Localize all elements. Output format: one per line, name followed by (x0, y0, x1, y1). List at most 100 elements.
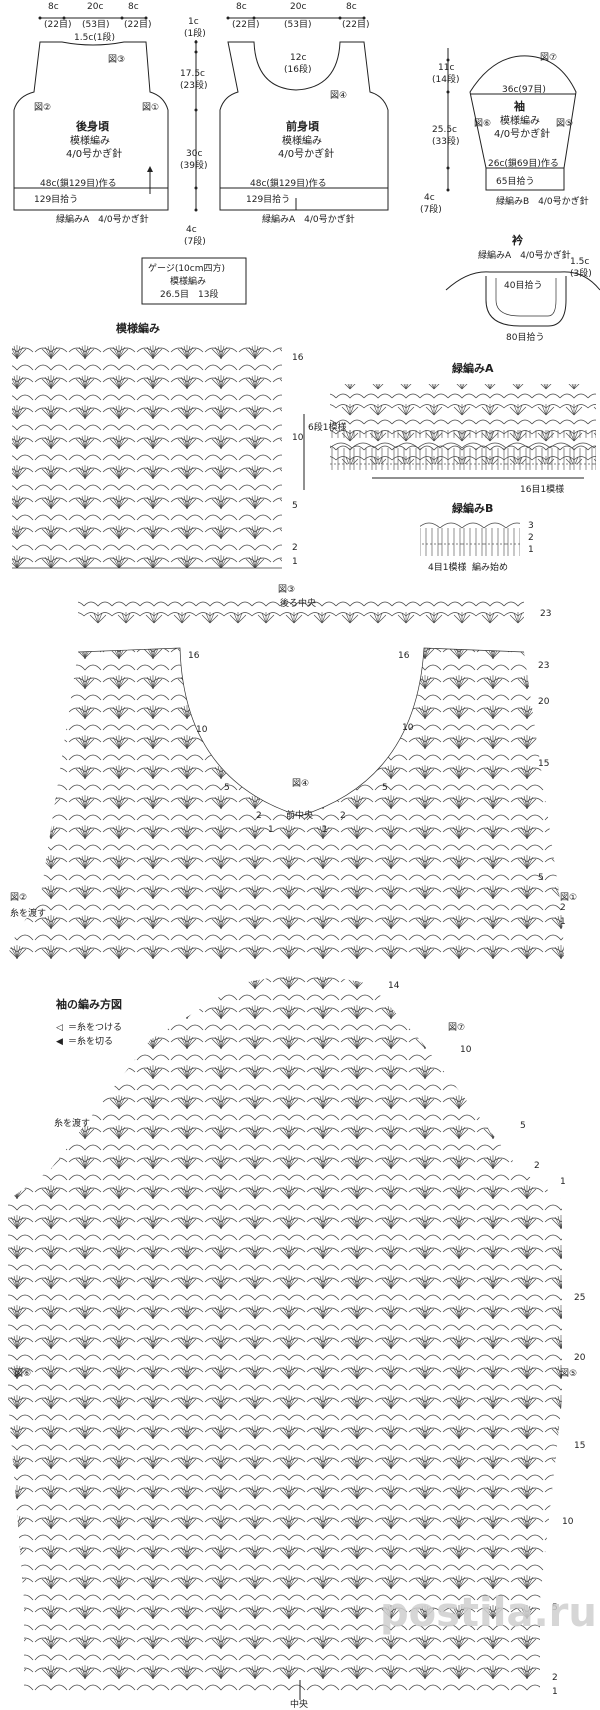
sleeve-chart-marker-right: 図⑤ (560, 1368, 577, 1379)
back-width-left: 8c (48, 2, 59, 12)
edging-b-repeat: 4目1模様 (428, 561, 466, 573)
back-edging: 緑編みA 4/0号かぎ針 (56, 213, 149, 225)
watermark-logo: postila.ru (380, 1590, 597, 1636)
gauge-pattern: 模様編み (170, 275, 206, 287)
front-outline (219, 41, 389, 211)
body-top-row-23: 23 (540, 609, 551, 619)
vertical-dimensions: 1c (1段) 17.5c (23段) 30c (39段) 4c (7段) (180, 17, 207, 247)
dim-top-rows: (1段) (184, 27, 206, 39)
collar-back-pick: 80目拾う (506, 331, 544, 343)
sleeve-marker-top: 図⑦ (540, 52, 557, 63)
front-width-right-st: (22目) (342, 19, 369, 30)
sleeve-length: 25.5c (432, 125, 457, 135)
front-title: 前身頃 (286, 119, 320, 133)
edging-b-start: 編み始め (472, 561, 508, 573)
sleeve-cuff-chain: 26c(鎖69目)作る (488, 157, 559, 169)
edging-a-chart: 緑編みA 16目1模様 (330, 361, 596, 495)
body-left-row-10: 10 (196, 725, 208, 735)
dim-bottom-rows: (7段) (184, 235, 206, 247)
dim-armhole: 17.5c (180, 69, 205, 79)
front-pattern: 模様編み (282, 134, 322, 147)
sleeve-pattern: 模様編み (500, 114, 540, 127)
body-right-row-1: 1 (322, 825, 328, 835)
front-width-left: 8c (236, 2, 247, 12)
front-bottom-chain: 48c(鎖129目)作る (250, 177, 327, 189)
body-left-row-1: 1 (268, 825, 274, 835)
front-bottom-pick: 129目拾う (246, 193, 290, 205)
sleeve-chart-yarn-pass: 糸を渡す (54, 1117, 90, 1129)
body-marker-top: 図③ (278, 584, 295, 595)
edging-b-row-2: 2 (528, 533, 534, 543)
sleeve-width: 36c(97目) (502, 84, 546, 95)
collar-title: 衿 (512, 233, 523, 247)
front-width-center-st: (53目) (284, 19, 311, 30)
dim-armhole-rows: (23段) (180, 79, 207, 91)
pattern-row-5: 5 (292, 501, 298, 511)
body-marker-left: 図② (10, 892, 27, 903)
sleeve-marker-left: 図⑥ (474, 118, 491, 129)
front-neck-marker: 図④ (330, 90, 347, 101)
sleeve-chart-row-10: 10 (562, 1517, 574, 1527)
back-width-center: 20c (87, 2, 103, 12)
sleeve-chart-center: 中央 (290, 1698, 308, 1710)
edging-a-repeat: 16目1模様 (520, 483, 564, 495)
back-marker-right: 図① (142, 102, 159, 113)
sleeve-legend-attach-icon: ◁ (56, 1023, 63, 1033)
collar-schematic: 衿 緑編みA 4/0号かぎ針 40目拾う 1.5c (3段) 80目拾う (445, 233, 600, 343)
front-width-center: 20c (290, 2, 306, 12)
body-yarn-pass: 糸を渡す (10, 907, 46, 919)
sleeve-legend-cut: ＝糸を切る (68, 1035, 113, 1047)
body-right-row-2: 2 (340, 811, 346, 821)
sleeve-outline (469, 55, 577, 169)
sleeve-chart-row-2: 2 (552, 1673, 558, 1683)
sleeve-length-rows: (33段) (432, 135, 459, 147)
sleeve-chart-row-1: 1 (560, 1177, 566, 1187)
body-left-row-5: 5 (224, 783, 230, 793)
sleeve-chart-marker-left: 図⑥ (14, 1368, 31, 1379)
back-bottom-chain: 48c(鎖129目)作る (40, 177, 117, 189)
gauge-values: 26.5目 13段 (160, 288, 219, 300)
sleeve-legend-attach: ＝糸をつける (68, 1021, 122, 1033)
body-left-row-16: 16 (188, 651, 200, 661)
sleeve-title: 袖 (514, 99, 525, 113)
back-width-left-st: (22目) (44, 19, 71, 30)
sleeve-cap-rows: (14段) (432, 73, 459, 85)
sleeve-chart-marker-top: 図⑦ (448, 1022, 465, 1033)
body-right-row-23: 23 (538, 661, 549, 671)
pattern-row-16: 16 (292, 353, 304, 363)
back-neck-shape: 1.5c(1段) (74, 31, 115, 43)
back-outline (13, 41, 169, 211)
pattern-stitch-chart: 模様編み 16 10 5 2 1 6段1模様 (12, 321, 346, 569)
sleeve-chart-row-10: 10 (460, 1045, 472, 1055)
gauge-box: ゲージ(10cm四方) 模様編み 26.5目 13段 (141, 257, 247, 305)
edging-b-row-3: 3 (528, 521, 534, 531)
sleeve-chart-row-2: 2 (534, 1161, 540, 1171)
back-width-right: 8c (128, 2, 139, 12)
edging-b-title: 緑編みB (452, 501, 493, 515)
back-width-center-st: (53目) (82, 19, 109, 30)
body-left-row-2: 2 (256, 811, 262, 821)
dim-total: 30c (186, 149, 202, 159)
body-marker-right: 図① (560, 892, 577, 903)
front-edging: 緑編みA 4/0号かぎ針 (262, 213, 355, 225)
body-right-row-10: 10 (402, 723, 414, 733)
pattern-row-2: 2 (292, 543, 298, 553)
sleeve-chart-row-5: 5 (552, 1603, 558, 1613)
sleeve-cap: 11c (438, 63, 454, 73)
sleeve-cuff-depth-rows: (7段) (420, 203, 442, 215)
pattern-title: 模様編み (116, 321, 160, 335)
body-right-row-15: 15 (538, 759, 549, 769)
collar-edging: 緑編みA 4/0号かぎ針 (478, 249, 571, 261)
body-neck-marker: 図④ (292, 778, 309, 789)
body-side-row-5: 5 (538, 873, 544, 883)
sleeve-hook: 4/0号かぎ針 (494, 127, 550, 140)
collar-depth-rows: (3段) (570, 267, 592, 279)
back-bottom-pick: 129目拾う (34, 193, 78, 205)
pattern-row-10: 10 (292, 433, 304, 443)
sleeve-cuff-edging: 緑編みB 4/0号かぎ針 (496, 195, 589, 207)
pattern-row-1: 1 (292, 557, 298, 567)
dim-bottom: 4c (186, 225, 197, 235)
sleeve-cuff-pick: 65目拾う (496, 175, 534, 187)
edging-b-row-1: 1 (528, 545, 534, 555)
